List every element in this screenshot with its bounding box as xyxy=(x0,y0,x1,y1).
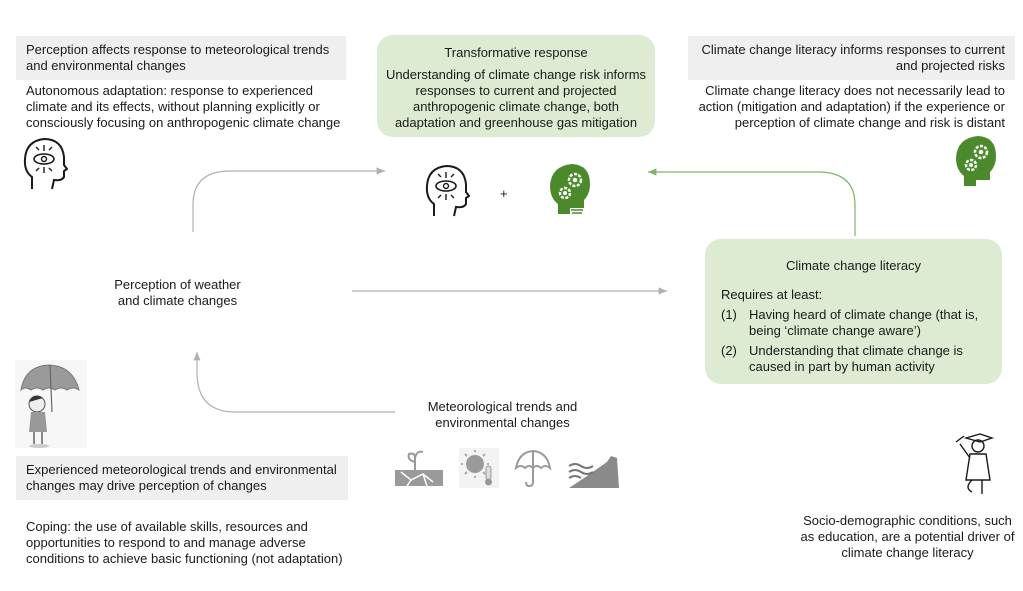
trend-icons xyxy=(393,448,619,488)
heading-text: Experienced meteorological trends and en… xyxy=(26,462,337,493)
list-number: (2) xyxy=(721,343,737,358)
literacy-intro: Requires at least: xyxy=(721,287,823,302)
literacy-distant-text: Climate change literacy does not necessa… xyxy=(698,83,1005,130)
literacy-informs-heading: Climate change literacy informs response… xyxy=(688,36,1015,80)
graduate-icon xyxy=(952,432,996,503)
arrow-literacy-to-response xyxy=(648,168,856,236)
arrow-trends-to-perception xyxy=(193,352,395,413)
arrow-perception-to-response xyxy=(192,167,385,232)
transformative-response-box: Transformative response Understanding of… xyxy=(377,35,655,137)
flood-icon xyxy=(568,456,619,488)
coping-text: Coping: the use of available skills, res… xyxy=(26,519,343,566)
list-text: Having heard of climate change (that is,… xyxy=(749,307,979,338)
climate-change-literacy-box: Climate change literacy Requires at leas… xyxy=(705,239,1002,384)
literacy-title: Climate change literacy xyxy=(785,258,922,273)
literacy-head-gears-icon xyxy=(546,160,592,221)
list-text: Understanding that climate change is cau… xyxy=(749,343,963,374)
heading-text: Perception affects response to meteorolo… xyxy=(26,42,330,73)
autonomous-adaptation-text: Autonomous adaptation: response to exper… xyxy=(26,83,341,130)
transformative-body: Understanding of climate change risk inf… xyxy=(385,67,647,130)
literacy-list: (1) Having heard of climate change (that… xyxy=(721,307,1002,375)
transformative-title: Transformative response xyxy=(444,45,588,60)
umbrella-icon xyxy=(514,449,552,488)
perception-head-icon xyxy=(22,135,69,196)
heat-icon xyxy=(459,448,499,488)
heading-text: Climate change literacy informs response… xyxy=(701,42,1005,73)
list-item: (2) Understanding that climate change is… xyxy=(721,343,992,375)
list-number: (1) xyxy=(721,307,737,322)
perception-label: Perception of weather and climate change… xyxy=(114,277,241,308)
socio-demographic-text: Socio-demographic conditions, such as ed… xyxy=(800,513,1015,560)
girl-umbrella-illustration xyxy=(15,360,87,448)
plus-sign: + xyxy=(500,186,508,201)
drought-icon xyxy=(395,450,443,487)
list-item: (1) Having heard of climate change (that… xyxy=(721,307,992,339)
literacy-head-gears-icon xyxy=(952,132,998,193)
perception-response-heading: Perception affects response to meteorolo… xyxy=(16,36,346,80)
experienced-trends-heading: Experienced meteorological trends and en… xyxy=(16,456,348,500)
perception-head-icon xyxy=(424,162,471,223)
meteorological-trends-label: Meteorological trends and environmental … xyxy=(427,399,578,430)
